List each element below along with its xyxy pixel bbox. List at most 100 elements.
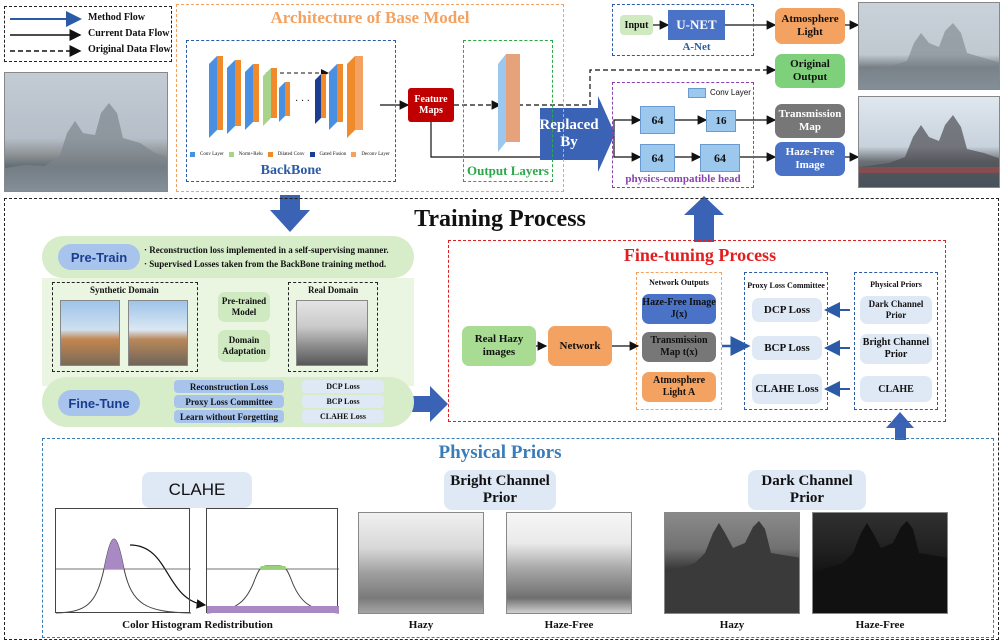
proxy-committee-box [744, 272, 828, 410]
legend-current-label: Current Data Flow [88, 28, 170, 39]
pretrain-notes: · Reconstruction loss implemented in a s… [144, 243, 389, 271]
ft-dcp-loss: DCP Loss [302, 380, 384, 393]
output-layers-box [463, 40, 553, 182]
network-outputs-title: Network Outputs [649, 277, 709, 287]
backbone-layers: · · · [195, 46, 395, 146]
prior-clahe-box: CLAHE [860, 376, 932, 402]
synthetic-domain-label: Synthetic Domain [90, 285, 159, 295]
hazy-input-image [4, 72, 168, 192]
dcp-hazefree-image [812, 512, 948, 614]
legend-gated: Gated Fusion [319, 151, 347, 157]
pretrained-model-box: Pre-trained Model [218, 292, 270, 322]
layer-legend: Conv Layer Norm+Relu Dilated Conv Gated … [190, 148, 395, 160]
dcp-hazy-image [664, 512, 800, 614]
bcp-hazefree-image [506, 512, 632, 614]
feature-maps-box: Feature Maps [408, 88, 454, 122]
real-domain-box [288, 282, 378, 372]
original-output-box: Original Output [775, 54, 845, 88]
learn-without-forgetting-box: Learn without Forgetting [174, 410, 284, 423]
replaced-by-label: Replaced By [539, 117, 599, 150]
committee-dcp-loss: DCP Loss [752, 298, 822, 322]
real-hazy-images-box: Real Hazy images [462, 326, 536, 366]
replaced-by-arrow [540, 96, 615, 172]
unet-box: U-NET [668, 10, 725, 40]
synthetic-image-2 [128, 300, 188, 366]
output-transmission-box: Transmission Map t(x) [642, 332, 716, 362]
training-process-title: Training Process [414, 205, 586, 232]
histogram-after [206, 508, 339, 614]
base-model-box [176, 4, 564, 192]
proxy-committee-title: Proxy Loss Committee [747, 280, 825, 290]
legend-conv: Conv Layer [200, 151, 224, 157]
svg-text:· · ·: · · · [295, 96, 310, 107]
synthetic-image-1 [60, 300, 120, 366]
bcp-hazy-image [358, 512, 484, 614]
physical-priors-mini-title: Physical Priors [870, 279, 922, 289]
committee-bcp-loss: BCP Loss [752, 336, 822, 360]
pretrain-note-1: · Reconstruction loss implemented in a s… [144, 245, 389, 255]
reconstruction-loss-box: Reconstruction Loss [174, 380, 284, 393]
conv-layer-legend-label: Conv Layer [710, 88, 751, 97]
legend-dilated: Dilated Conv [277, 151, 305, 157]
anet-box [612, 4, 754, 56]
backbone-box [186, 40, 396, 182]
finetuning-process-title: Fine-tuning Process [623, 244, 777, 265]
synthetic-domain-box [52, 282, 198, 372]
haze-free-image-box: Haze-Free Image [775, 142, 845, 176]
legend-original-label: Original Data Flow [88, 44, 171, 55]
physical-priors-mini-box [854, 272, 938, 410]
physics-head-label: physics-compatible head [625, 173, 741, 185]
bcp-hazefree-caption: Haze-Free [544, 619, 594, 631]
output-layer-shape [496, 52, 524, 156]
output-hazefree-box: Haze-Free Image J(x) [642, 294, 716, 324]
head-conv-64-b: 64 [640, 144, 675, 172]
anet-label: A-Net [682, 41, 711, 53]
finetuning-process-box [448, 240, 946, 422]
physical-priors-title: Physical Priors [438, 442, 562, 463]
legend-deconv: Deconv Layer [361, 151, 390, 157]
pretrain-note-2: · Supervised Losses taken from the BackB… [144, 259, 387, 269]
head-conv-16: 16 [706, 110, 736, 132]
base-model-title: Architecture of Base Model [270, 8, 470, 27]
legend-box [4, 6, 172, 62]
atmosphere-light-box: Atmosphere Light [775, 8, 845, 44]
up-block-arrow [684, 196, 724, 242]
physics-head-box [612, 82, 754, 188]
prior-dcp-box: Dark Channel Prior [860, 296, 932, 324]
output-atmosphere-box: Atmosphere Light A [642, 372, 716, 402]
ft-clahe-loss: CLAHE Loss [302, 410, 384, 423]
legend-norm: Norm+Relu [238, 151, 263, 157]
histogram-before [55, 508, 191, 614]
finetune-right-arrow [410, 386, 448, 422]
atmosphere-output-image [858, 2, 1000, 90]
bcp-label: Bright Channel Prior [444, 470, 556, 510]
anet-input: Input [620, 15, 653, 35]
backbone-label: BackBone [260, 163, 322, 178]
pretrain-label: Pre-Train [58, 244, 140, 270]
head-conv-64-a: 64 [640, 106, 675, 134]
ft-bcp-loss: BCP Loss [302, 395, 384, 408]
real-domain-label: Real Domain [308, 285, 359, 295]
output-layers-label: Output Layers [467, 163, 549, 178]
transmission-map-box: Transmission Map [775, 104, 845, 138]
domain-adaptation-box: Domain Adaptation [218, 330, 270, 362]
training-process-box [4, 198, 999, 640]
head-conv-64-c: 64 [700, 144, 740, 172]
committee-clahe-loss: CLAHE Loss [752, 374, 822, 404]
proxy-loss-committee-box: Proxy Loss Committee [174, 395, 284, 408]
histogram-caption: Color Histogram Redistribution [122, 619, 273, 631]
physical-priors-panel [42, 438, 994, 638]
dcp-hazy-caption: Hazy [719, 619, 745, 631]
clahe-label: CLAHE [142, 472, 252, 508]
haze-free-output-image [858, 96, 1000, 188]
prior-bcp-box: Bright Channel Prior [860, 334, 932, 364]
dcp-hazefree-caption: Haze-Free [855, 619, 905, 631]
real-domain-image [296, 300, 368, 366]
conv-layer-legend-cube [688, 88, 706, 98]
dcp-label: Dark Channel Prior [748, 470, 866, 510]
network-outputs-box [636, 272, 722, 410]
down-block-arrow [270, 195, 310, 232]
legend-method-label: Method Flow [88, 12, 145, 23]
network-box: Network [548, 326, 612, 366]
